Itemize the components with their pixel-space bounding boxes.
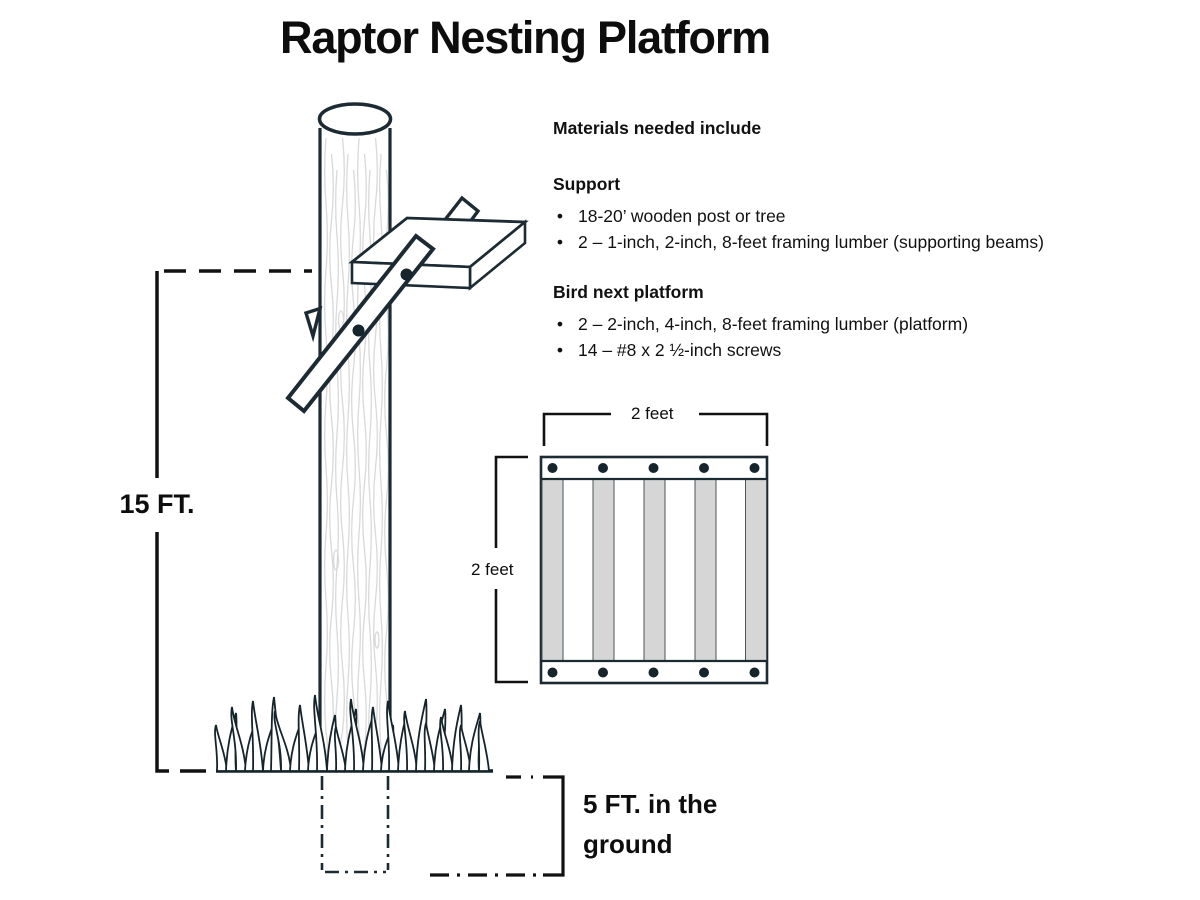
platform-width-label: 2 feet	[631, 404, 674, 423]
underground-depth-label: 5 FT. in the ground	[583, 789, 718, 859]
pole-height-label: 15 FT.	[119, 489, 195, 519]
platform-screws	[547, 463, 760, 678]
bullet-icon: •	[556, 314, 564, 334]
materials-heading: Materials needed include	[553, 118, 762, 138]
materials-section-platform: Bird next platform • 2 – 2-inch, 4-inch,…	[553, 282, 1153, 363]
front-support-beam	[285, 233, 436, 414]
platform-top-view	[539, 455, 769, 685]
grass-blade	[297, 704, 310, 772]
grass-blade	[370, 706, 383, 772]
list-item-text: 14 – #8 x 2 ½-inch screws	[578, 340, 782, 360]
grass-blade	[313, 694, 328, 772]
pole-illustration	[317, 102, 393, 771]
list-item-text: 2 – 1-inch, 2-inch, 8-feet framing lumbe…	[578, 232, 1044, 252]
screw-dot	[352, 324, 365, 337]
list-item: • 14 – #8 x 2 ½-inch screws	[553, 337, 1153, 363]
platform-width-bracket	[542, 412, 769, 446]
support-section-heading: Support	[553, 174, 621, 194]
underground-post-outline	[320, 776, 390, 874]
page-title: Raptor Nesting Platform	[280, 12, 771, 63]
screw-dot	[400, 268, 413, 281]
bullet-icon: •	[556, 206, 564, 226]
ground-grass	[214, 694, 493, 773]
grass-blade	[230, 706, 247, 772]
grass-blade	[386, 700, 400, 772]
depth-bracket	[430, 775, 565, 877]
grass-blade	[349, 698, 365, 772]
bullet-icon: •	[556, 232, 564, 252]
list-item: • 18-20’ wooden post or tree	[553, 203, 1153, 229]
wood-grain	[324, 137, 389, 761]
grass-blade	[273, 710, 292, 772]
bullet-icon: •	[556, 340, 564, 360]
grass-blade	[403, 710, 418, 772]
materials-list: Materials needed include Support • 18-20…	[553, 118, 1153, 363]
list-item-text: 18-20’ wooden post or tree	[578, 206, 786, 226]
list-item: • 2 – 2-inch, 4-inch, 8-feet framing lum…	[553, 311, 1153, 337]
grass-blade	[333, 726, 348, 772]
list-item-text: 2 – 2-inch, 4-inch, 8-feet framing lumbe…	[578, 314, 969, 334]
list-item: • 2 – 1-inch, 2-inch, 8-feet framing lum…	[553, 229, 1153, 255]
platform-depth-bracket	[494, 455, 528, 684]
platform-depth-label: 2 feet	[471, 560, 514, 579]
grass-blade	[439, 716, 454, 772]
materials-section-support: Support • 18-20’ wooden post or tree • 2…	[553, 174, 1153, 255]
grass-blade	[214, 724, 228, 772]
grass-blade	[477, 720, 490, 772]
grass-blade	[423, 722, 436, 772]
platform-section-heading: Bird next platform	[553, 282, 704, 302]
grass-blade	[250, 700, 264, 772]
height-dimension-lines	[155, 269, 312, 773]
